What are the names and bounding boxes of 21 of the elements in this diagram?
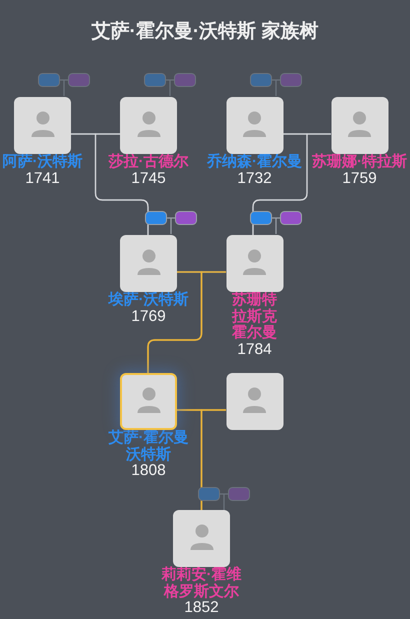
connector-line bbox=[252, 133, 331, 235]
connector-line bbox=[200, 409, 226, 510]
connector-line bbox=[147, 271, 226, 373]
person-name: 莉莉安·霍维格罗斯文尔 bbox=[160, 567, 242, 600]
person-name: 阿萨·沃特斯 bbox=[2, 154, 82, 171]
person-name: 莎拉·古德尔 bbox=[108, 154, 188, 171]
person-name: 苏珊特拉斯克霍尔曼 bbox=[230, 292, 278, 342]
person-name: 埃萨·沃特斯 bbox=[108, 292, 188, 309]
birth-year: 1732 bbox=[237, 170, 272, 188]
birth-year: 1808 bbox=[131, 463, 166, 480]
birth-year: 1741 bbox=[25, 170, 60, 188]
birth-year: 1759 bbox=[342, 170, 377, 188]
title: 艾萨·霍尔曼·沃特斯 家族树 bbox=[92, 20, 318, 44]
birth-year: 1769 bbox=[131, 308, 166, 326]
person-name: 苏珊娜·特拉斯 bbox=[312, 154, 407, 171]
birth-year: 1852 bbox=[184, 600, 219, 618]
birth-year: 1784 bbox=[237, 342, 272, 359]
connector-line bbox=[94, 133, 149, 235]
person-name: 艾萨·霍尔曼沃特斯 bbox=[108, 430, 190, 464]
person-name: 乔纳森·霍尔曼 bbox=[207, 154, 302, 171]
birth-year: 1745 bbox=[131, 170, 166, 188]
